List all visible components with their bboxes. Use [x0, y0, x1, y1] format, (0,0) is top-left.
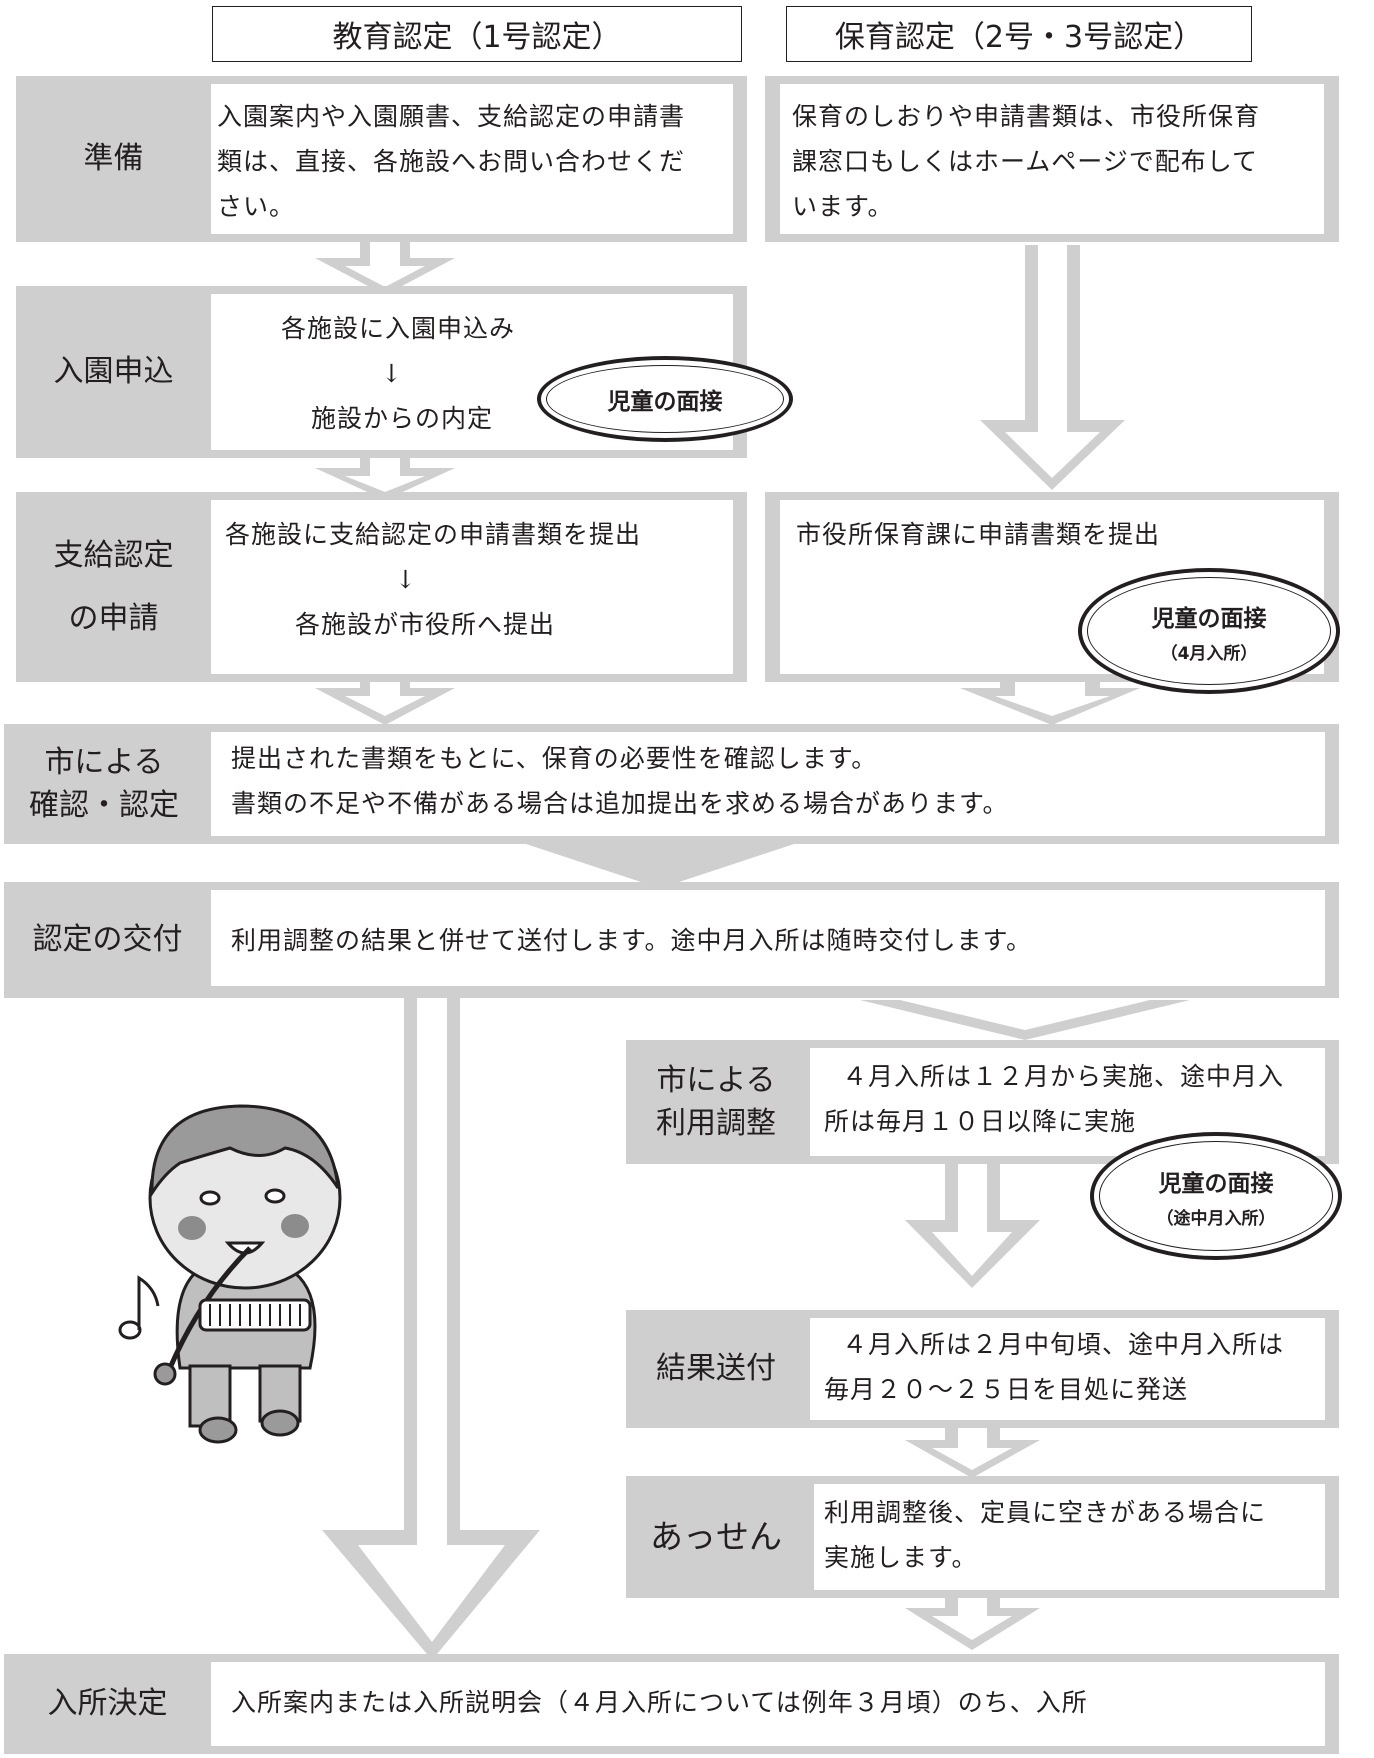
arrow-junbi-nyuen-inner	[345, 240, 425, 287]
kekka-line-2: 毎月２０～２５日を目処に発送	[824, 1375, 1189, 1404]
kettei-line-1: 入所案内または入所説明会（４月入所については例年３月頃）のち、入所	[231, 1688, 1088, 1717]
step-shikyu-label-2: の申請	[68, 601, 159, 636]
shikyu-right-line-1: 市役所保育課に申請書類を提出	[796, 520, 1161, 549]
step-nyuen-label-text: 入園申込	[53, 354, 174, 390]
step-kofu-label-text: 認定の交付	[32, 922, 183, 958]
step-junbi-right-text: 保育のしおりや申請書類は、市役所保育 課窓口もしくはホームページで配布して いま…	[780, 84, 1324, 234]
junbi-right-line-1: 保育のしおりや申請書類は、市役所保育	[792, 102, 1261, 131]
assen-line-2: 実施します。	[824, 1543, 978, 1572]
header-hoiku: 保育認定（2号・3号認定）	[786, 6, 1252, 62]
kakunin-line-2: 書類の不足や不備がある場合は追加提出を求める場合があります。	[231, 789, 1009, 818]
shikyu-left-line-1: 各施設に支給認定の申請書類を提出	[225, 520, 642, 549]
step-junbi-label: 準備	[16, 76, 211, 242]
chosei-line-2: 所は毎月１０日以降に実施	[824, 1107, 1137, 1136]
arrow-kofu-chosei-inner	[900, 1000, 1150, 1030]
junbi-right-line-2: 課窓口もしくはホームページで配布して	[792, 147, 1259, 176]
shikyu-left-line-3: 各施設が市役所へ提出	[295, 610, 556, 639]
assen-line-1: 利用調整後、定員に空きがある場合に	[824, 1498, 1267, 1527]
step-kekka-label-text: 結果送付	[656, 1351, 776, 1387]
junbi-left-line-3: さい。	[217, 192, 296, 221]
junbi-left-line-2: 類は、直接、各施設へお問い合わせくだ	[217, 147, 686, 176]
arrow-right-short-inner	[995, 680, 1110, 716]
arrow-left-long-inner	[358, 990, 505, 1642]
header-kyoiku-label: 教育認定（1号認定）	[332, 20, 622, 55]
junbi-left-line-1: 入園案内や入園願書、支給認定の申請書	[217, 102, 686, 131]
step-assen-label: あっせん	[626, 1476, 806, 1598]
step-junbi-left-text: 入園案内や入園願書、支給認定の申請書 類は、直接、各施設へお問い合わせくだ さい…	[211, 84, 733, 234]
step-kekka-text: ４月入所は２月中旬頃、途中月入所は 毎月２０～２５日を目処に発送	[810, 1318, 1325, 1420]
chosei-line-1: ４月入所は１２月から実施、途中月入	[842, 1062, 1285, 1091]
badge-interview-3: 児童の面接 （途中月入所）	[1090, 1132, 1342, 1260]
step-chosei-label-1: 市による	[656, 1062, 776, 1098]
step-kakunin-text: 提出された書類をもとに、保育の必要性を確認します。 書類の不足や不備がある場合は…	[211, 732, 1325, 836]
step-kettei-label-text: 入所決定	[47, 1686, 168, 1722]
arrow-kekka-assen-inner	[932, 1426, 1012, 1470]
step-shikyu-left-text: 各施設に支給認定の申請書類を提出 ↓ 各施設が市役所へ提出	[211, 500, 733, 674]
kofu-line-1: 利用調整の結果と併せて送付します。途中月入所は随時交付します。	[231, 926, 1033, 955]
step-chosei-label: 市による 利用調整	[626, 1040, 806, 1164]
step-kakunin-label-2: 確認・認定	[29, 788, 179, 823]
arrow-chosei-kekka-inner	[932, 1160, 1012, 1276]
step-nyuen-label: 入園申込	[16, 286, 211, 458]
badge-interview-1: 児童の面接	[537, 356, 793, 442]
nyuen-line-2: ↓	[381, 359, 403, 388]
kakunin-line-1: 提出された書類をもとに、保育の必要性を確認します。	[231, 744, 878, 773]
nyuen-line-3: 施設からの内定	[311, 404, 494, 433]
step-shikyu-label: 支給認定 の申請	[16, 492, 211, 682]
step-kakunin-label: 市による 確認・認定	[4, 724, 204, 844]
nyuen-line-1: 各施設に入園申込み	[281, 314, 516, 343]
kekka-line-1: ４月入所は２月中旬頃、途中月入所は	[842, 1330, 1285, 1359]
arrow-right-long-inner	[1005, 245, 1100, 478]
badge-interview-3-main: 児童の面接	[1158, 1170, 1274, 1197]
step-kettei-label: 入所決定	[4, 1654, 211, 1754]
header-hoiku-label: 保育認定（2号・3号認定）	[834, 20, 1204, 55]
badge-interview-2-main: 児童の面接	[1151, 605, 1267, 632]
shikyu-left-line-2: ↓	[395, 565, 417, 594]
badge-interview-1-main: 児童の面接	[607, 389, 723, 415]
junbi-right-line-3: います。	[792, 192, 894, 221]
step-kettei-text: 入所案内または入所説明会（４月入所については例年３月頃）のち、入所	[211, 1662, 1325, 1746]
step-assen-label-text: あっせん	[650, 1517, 782, 1557]
step-chosei-label-2: 利用調整	[656, 1106, 776, 1141]
step-junbi-label-text: 準備	[83, 141, 144, 177]
badge-interview-2-sub: （4月入所）	[1160, 643, 1258, 664]
arrow-shikyu-kakunin-left-inner	[345, 680, 425, 716]
arrow-nyuen-shikyu-inner	[345, 455, 425, 492]
step-shikyu-label-1: 支給認定	[53, 538, 174, 573]
step-kakunin-label-1: 市による	[44, 744, 164, 780]
arrow-assen-kettei-inner	[932, 1595, 1012, 1640]
badge-interview-2: 児童の面接 （4月入所）	[1078, 568, 1340, 694]
arrow-kakunin-kofu	[520, 842, 800, 885]
badge-interview-3-sub: （途中月入所）	[1156, 1208, 1276, 1229]
step-assen-text: 利用調整後、定員に空きがある場合に 実施します。	[814, 1484, 1325, 1590]
step-kofu-label: 認定の交付	[4, 882, 211, 998]
child-melodica-illustration	[118, 1104, 342, 1444]
step-kofu-text: 利用調整の結果と併せて送付します。途中月入所は随時交付します。	[211, 890, 1325, 986]
header-kyoiku: 教育認定（1号認定）	[212, 6, 742, 62]
step-kekka-label: 結果送付	[626, 1310, 806, 1428]
